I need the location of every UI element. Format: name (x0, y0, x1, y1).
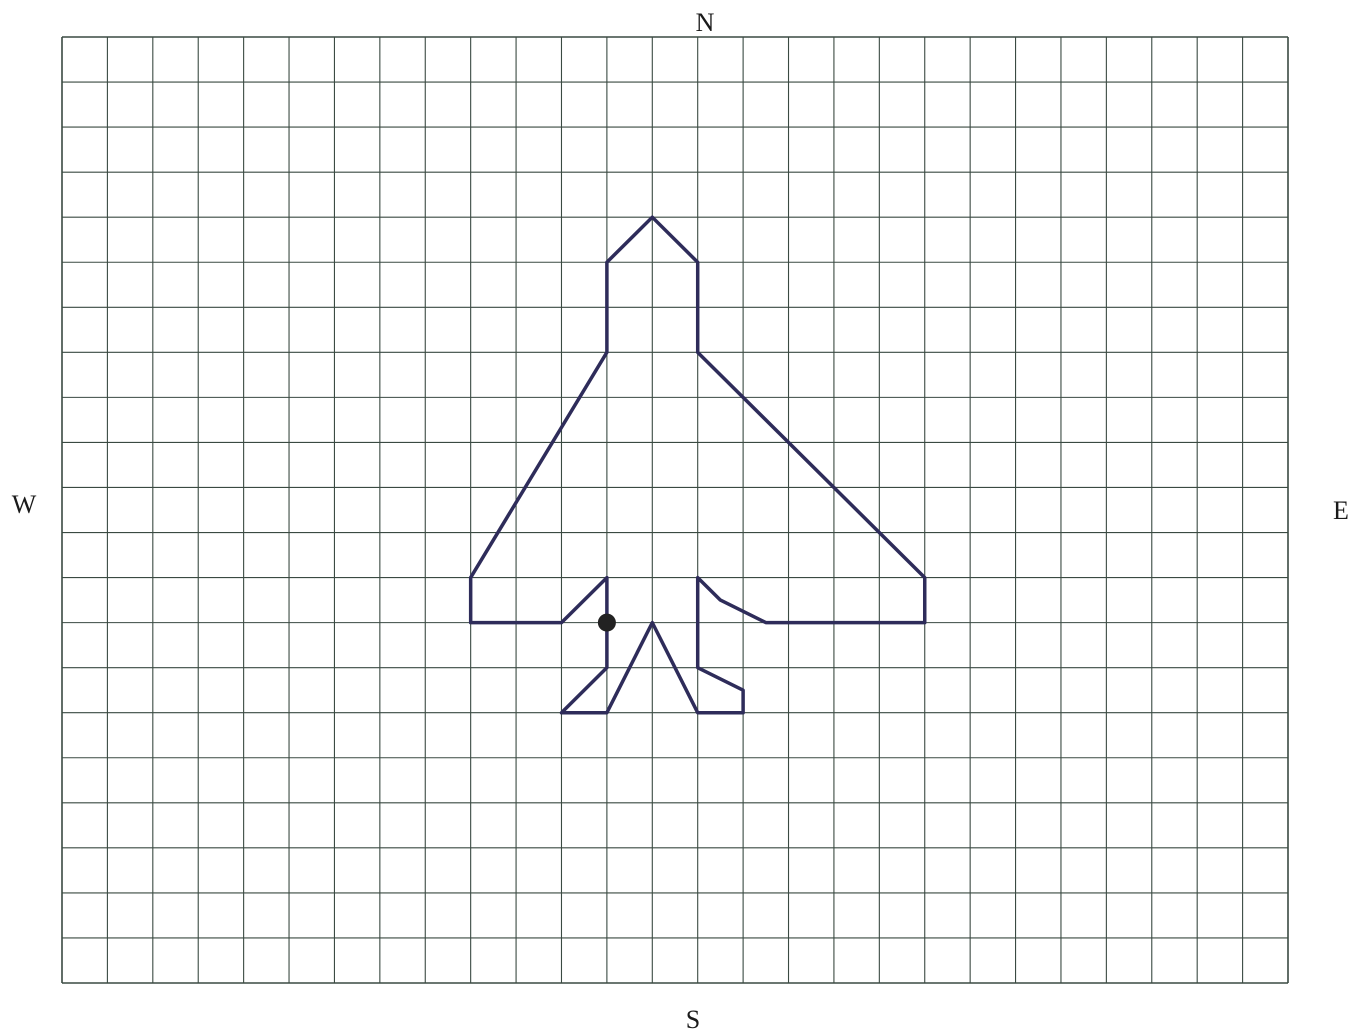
center-of-rotation-dot (598, 614, 616, 632)
east-label: E (1321, 498, 1361, 524)
west-label: W (4, 492, 44, 518)
south-label: S (673, 1007, 713, 1033)
grid-lines (62, 37, 1288, 983)
north-label: N (685, 10, 725, 36)
